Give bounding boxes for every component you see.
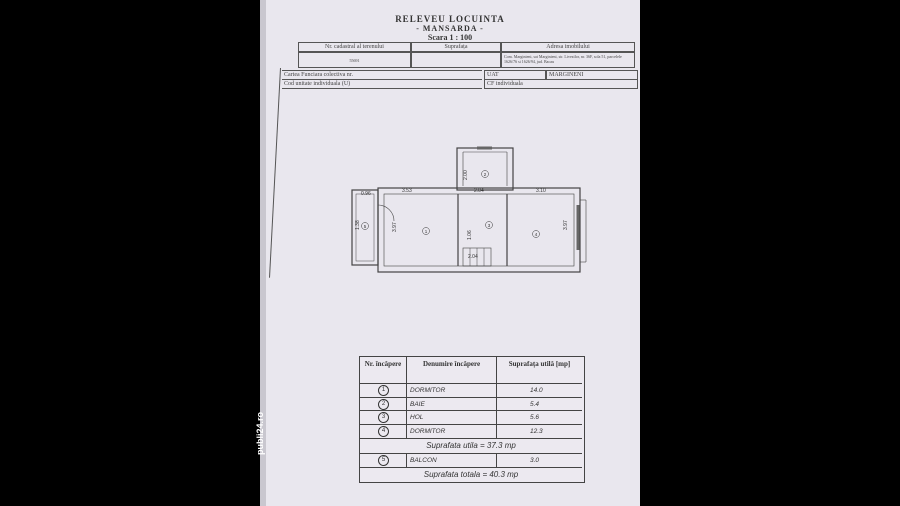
dim-label: 3.10 <box>536 188 546 194</box>
plan-door-swing <box>377 204 395 222</box>
grand-area-total: Suprafata totala = 40.3 mp <box>423 470 519 479</box>
useful-area-total: Suprafata utila = 37.3 mp <box>426 441 516 450</box>
dim-label: 2.00 <box>463 170 469 180</box>
room-number: 3 <box>488 223 491 228</box>
legend-row-area: 14.0 <box>530 387 543 394</box>
plan-balcony <box>351 189 379 266</box>
room-number: 5 <box>364 224 367 229</box>
legend-row-name: HOL <box>410 414 424 421</box>
legend-row-name: DORMITOR <box>410 387 446 394</box>
legend-row-area: 12.3 <box>530 428 543 435</box>
room-marker-4 <box>532 230 540 238</box>
legend-row-name: BALCON <box>410 457 437 464</box>
carte-funciara-label: Cartea Funciara colectiva nr. <box>282 70 482 80</box>
doc-scale: Scara 1 : 100 <box>427 33 473 42</box>
doc-title: RELEVEU LOCUINTA <box>395 14 505 24</box>
room-number: 1 <box>425 229 428 234</box>
legend-row-area: 3.0 <box>530 457 540 464</box>
dim-label: 1.38 <box>355 220 361 230</box>
legend-row-number: 2 <box>378 399 389 410</box>
legend-row-number: 4 <box>378 426 389 437</box>
room-marker-5 <box>361 222 369 230</box>
dim-label: 3.97 <box>392 222 398 232</box>
info-cadastral-value: 55691 <box>298 52 411 68</box>
plan-inner-outline <box>383 193 575 267</box>
room-number: 2 <box>484 172 487 177</box>
cf-individuala-label: CF individuala <box>484 79 638 89</box>
dim-label: 1.06 <box>467 230 473 240</box>
legend-row-area: 5.6 <box>530 414 540 421</box>
room-marker-2 <box>481 170 489 178</box>
watermark: publi24.ro <box>255 411 265 455</box>
legend-header-name: Denumire încăpere <box>422 360 481 368</box>
legend-row-number: 3 <box>378 412 389 423</box>
floor-plan: 3.53 2.04 3.10 2.00 3.97 3.97 0.96 1.38 … <box>351 146 587 273</box>
dim-label: 0.96 <box>361 191 371 197</box>
legend-row-area: 5.4 <box>530 401 540 408</box>
legend-row-number: 5 <box>378 455 389 466</box>
legend-row-number: 1 <box>378 385 389 396</box>
room-number: 4 <box>535 232 538 237</box>
info-area-value <box>411 52 501 68</box>
legend-row-name: DORMITOR <box>410 428 446 435</box>
legend-header-nr: Nr. încăpere <box>364 360 402 368</box>
info-address-value: Com. Marginieni, sat Marginieni, str. Li… <box>501 52 635 68</box>
info-header-area: Suprafața <box>411 42 501 52</box>
page-shadow <box>260 0 266 506</box>
legend-header-area: Suprafața utilă [mp] <box>508 360 571 368</box>
room-marker-3 <box>485 221 493 229</box>
info-header-cadastral: Nr. cadastral al terenului <box>298 42 411 52</box>
dim-label: 2.04 <box>474 188 484 194</box>
doc-subtitle: - MANSARDA - <box>416 24 484 33</box>
room-legend-table: Nr. încăpere Denumire încăpere Suprafața… <box>359 356 585 483</box>
cod-unitate-label: Cod unitate individuala (U) <box>282 79 482 89</box>
info-header-address: Adresa imobilului <box>501 42 635 52</box>
legend-row-name: BAIE <box>410 401 425 408</box>
dim-label: 2.04 <box>468 254 478 260</box>
dim-label: 3.97 <box>563 220 569 230</box>
room-marker-1 <box>422 227 430 235</box>
dim-label: 3.53 <box>402 188 412 194</box>
plan-bathroom-outline <box>456 147 514 191</box>
plan-main-outline <box>377 187 581 273</box>
